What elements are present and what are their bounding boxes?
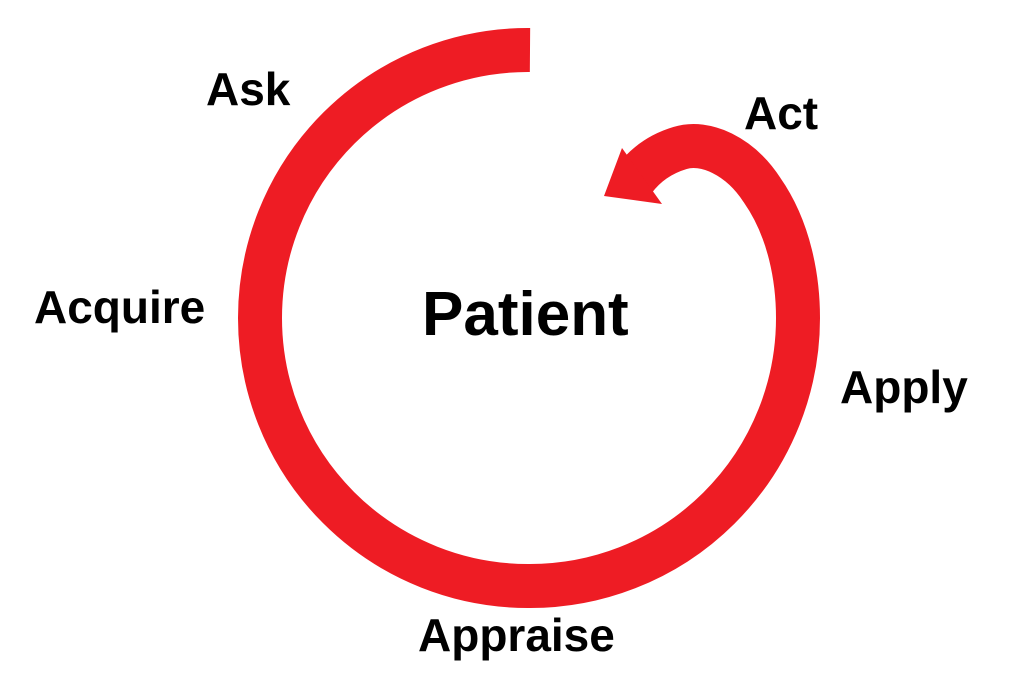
step-apply-label: Apply — [840, 361, 968, 413]
cycle-arrow-path — [237, 27, 821, 609]
step-acquire-label: Acquire — [34, 281, 206, 333]
arrowhead — [604, 148, 662, 204]
step-act-label: Act — [744, 87, 819, 139]
step-appraise-label: Appraise — [418, 609, 615, 661]
center-patient-label: Patient — [422, 280, 629, 349]
step-ask-label: Ask — [206, 63, 291, 115]
